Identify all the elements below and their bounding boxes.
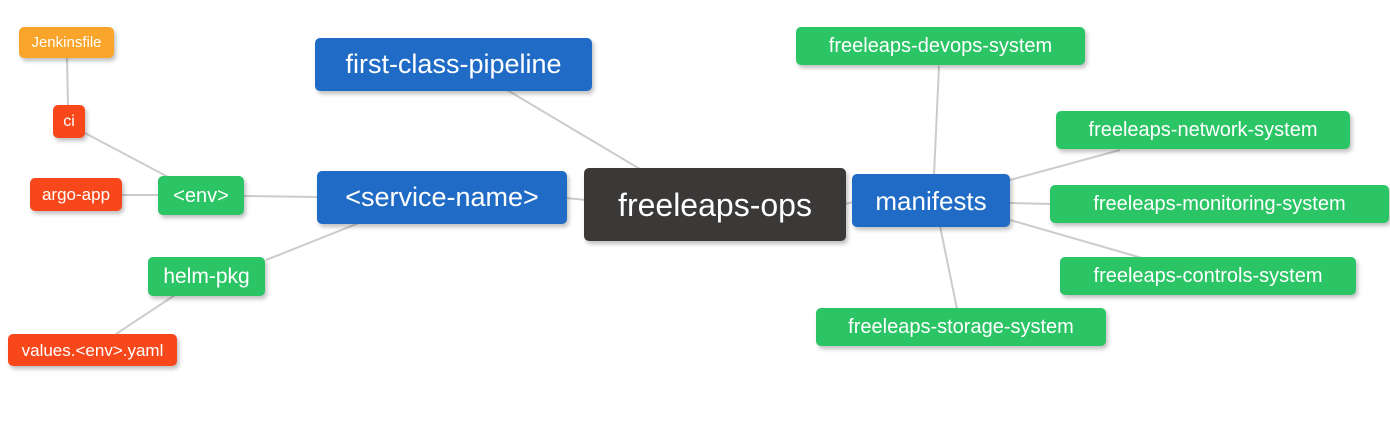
node-freeleaps-network-system[interactable]: freeleaps-network-system [1056,111,1350,149]
node-freeleaps-ops-root[interactable]: freeleaps-ops [584,168,846,241]
edge-values-helm-pkg [115,294,176,335]
node-freeleaps-controls-system[interactable]: freeleaps-controls-system [1060,257,1356,295]
edge-ops-manifests [844,201,854,205]
edge-manifests-devops [933,65,940,176]
node-values-env-yaml[interactable]: values.<env>.yaml [8,334,177,366]
edge-pipeline-ops [506,89,646,173]
edge-jenkinsfile-ci [66,57,69,107]
node-jenkinsfile[interactable]: Jenkinsfile [19,27,114,58]
edge-manifests-monitoring [1009,202,1051,205]
edge-manifests-controls [1009,219,1143,259]
node-ci[interactable]: ci [53,105,85,138]
node-freeleaps-storage-system[interactable]: freeleaps-storage-system [816,308,1106,346]
edge-ci-env [82,131,171,179]
edge-service-ops [565,197,587,201]
edge-helm-pkg-service-name [265,222,360,261]
edge-manifests-storage [939,225,958,310]
node-helm-pkg[interactable]: helm-pkg [148,257,265,296]
edge-env-service-name [243,195,318,198]
node-freeleaps-devops-system[interactable]: freeleaps-devops-system [796,27,1085,65]
node-env[interactable]: <env> [158,176,244,215]
node-manifests[interactable]: manifests [852,174,1010,227]
node-first-class-pipeline[interactable]: first-class-pipeline [315,38,592,91]
node-service-name[interactable]: <service-name> [317,171,567,224]
node-freeleaps-monitoring-system[interactable]: freeleaps-monitoring-system [1050,185,1389,223]
node-argo-app[interactable]: argo-app [30,178,122,211]
edge-manifests-network [1009,149,1121,181]
